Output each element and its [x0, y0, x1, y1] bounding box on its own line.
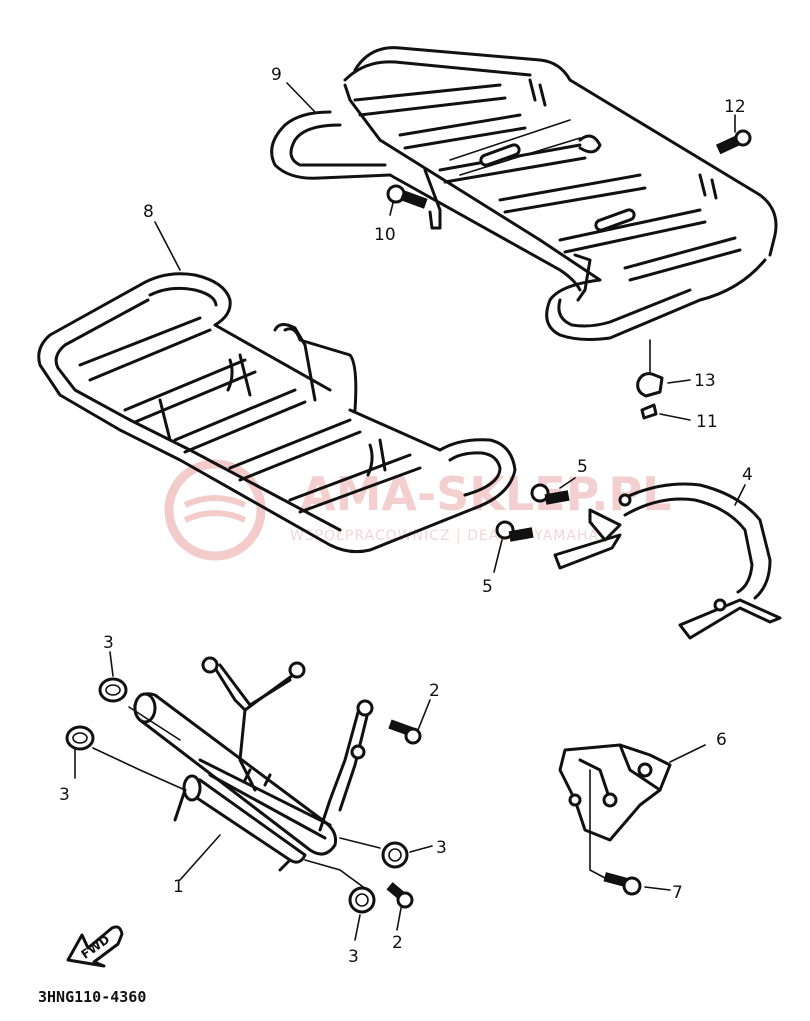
- bolt-part-10: [386, 184, 428, 209]
- callout-10: 10: [374, 225, 396, 245]
- callout-3-c: 3: [436, 838, 447, 858]
- bolt-part-12: [715, 129, 752, 155]
- callout-11: 11: [696, 412, 718, 432]
- part-code: 3HNG110-4360: [38, 988, 146, 1006]
- front-guard-part-1: [133, 656, 374, 872]
- fwd-arrow-icon: FWD: [66, 925, 124, 968]
- watermark-main-text: AMA-SKLEP.PL: [300, 467, 671, 521]
- watermark-logo-wave-icon: [183, 495, 247, 523]
- callout-2-a: 2: [429, 681, 440, 701]
- collar-part-11: [640, 403, 658, 420]
- callout-4: 4: [742, 465, 753, 485]
- bracket-part-4: [553, 482, 782, 640]
- callout-9: 9: [271, 65, 282, 85]
- nut-part-13: [636, 372, 664, 398]
- front-carrier-part-8: [37, 272, 517, 554]
- bolt-part-2-b: [386, 882, 414, 909]
- callout-3-d: 3: [348, 947, 359, 967]
- callout-8: 8: [143, 202, 154, 222]
- mount-bracket-part-6: [558, 743, 672, 842]
- callout-5-b: 5: [482, 577, 493, 597]
- bolt-part-5-a: [530, 483, 570, 505]
- bolt-part-5-b: [495, 520, 534, 542]
- leader-lines: [74, 82, 746, 941]
- callout-7: 7: [672, 883, 683, 903]
- callout-12: 12: [724, 97, 746, 117]
- grommet-part-3-d: [348, 886, 376, 914]
- callout-5-a: 5: [577, 457, 588, 477]
- watermark: AMA-SKLEP.PL WSPÓŁPRACOWNICZ | DEALER YA…: [164, 459, 671, 561]
- callout-13: 13: [694, 371, 716, 391]
- bolt-part-2-a: [388, 719, 422, 745]
- bolt-part-7: [603, 872, 642, 896]
- callout-6: 6: [716, 730, 727, 750]
- grommet-part-3-b: [65, 725, 95, 751]
- callout-2-b: 2: [392, 933, 403, 953]
- callout-1: 1: [173, 877, 184, 897]
- callout-3-a: 3: [103, 633, 114, 653]
- rear-carrier-part-9: [270, 46, 778, 341]
- grommet-part-3-c: [381, 841, 409, 869]
- callout-3-b: 3: [59, 785, 70, 805]
- grommet-part-3-a: [98, 677, 128, 703]
